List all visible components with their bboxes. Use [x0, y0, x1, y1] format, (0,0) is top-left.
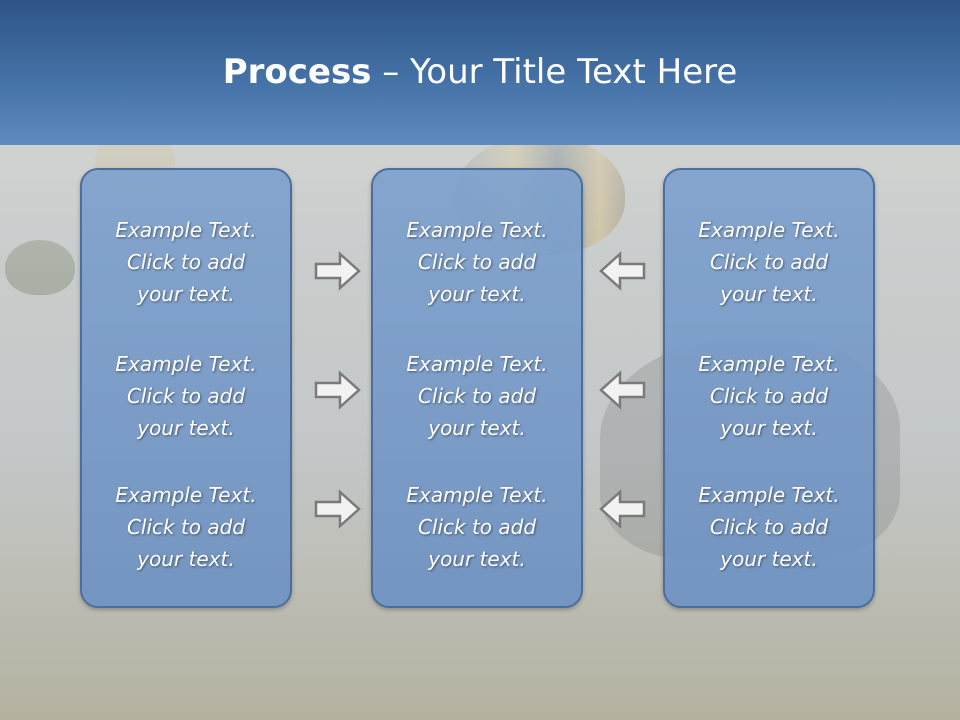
process-box-1[interactable]: Example Text. Click to add your text. Ex…	[80, 168, 292, 608]
text-line: your text.	[720, 547, 818, 571]
text-line: Click to add	[417, 515, 537, 539]
right-arrow-icon[interactable]	[314, 489, 362, 529]
text-line: Example Text.	[115, 483, 257, 507]
text-line: Click to add	[417, 384, 537, 408]
text-line: Example Text.	[698, 218, 840, 242]
text-line: Click to add	[709, 384, 829, 408]
left-arrow-icon[interactable]	[598, 489, 646, 529]
text-block[interactable]: Example Text. Click to add your text.	[82, 348, 290, 444]
text-line: your text.	[137, 416, 235, 440]
right-arrow-icon[interactable]	[314, 251, 362, 291]
left-arrow-icon[interactable]	[598, 370, 646, 410]
text-line: your text.	[428, 416, 526, 440]
text-line: your text.	[428, 282, 526, 306]
process-box-2[interactable]: Example Text. Click to add your text. Ex…	[371, 168, 583, 608]
text-block[interactable]: Example Text. Click to add your text.	[665, 348, 873, 444]
text-block[interactable]: Example Text. Click to add your text.	[665, 479, 873, 575]
text-line: Example Text.	[406, 352, 548, 376]
text-block[interactable]: Example Text. Click to add your text.	[373, 214, 581, 310]
text-block[interactable]: Example Text. Click to add your text.	[373, 479, 581, 575]
left-arrow-icon[interactable]	[598, 251, 646, 291]
text-block[interactable]: Example Text. Click to add your text.	[665, 214, 873, 310]
text-line: Click to add	[709, 515, 829, 539]
text-block[interactable]: Example Text. Click to add your text.	[82, 479, 290, 575]
text-line: Click to add	[417, 250, 537, 274]
right-arrow-icon[interactable]	[314, 370, 362, 410]
text-line: Example Text.	[115, 218, 257, 242]
text-line: Example Text.	[406, 218, 548, 242]
text-line: your text.	[720, 282, 818, 306]
text-line: Example Text.	[406, 483, 548, 507]
title-rest: – Your Title Text Here	[371, 52, 738, 92]
title-bold: Process	[222, 52, 372, 92]
text-line: your text.	[137, 547, 235, 571]
text-line: your text.	[137, 282, 235, 306]
text-line: Click to add	[126, 384, 246, 408]
text-block[interactable]: Example Text. Click to add your text.	[373, 348, 581, 444]
text-line: Example Text.	[698, 352, 840, 376]
text-line: your text.	[720, 416, 818, 440]
text-line: Click to add	[709, 250, 829, 274]
header-band	[0, 0, 960, 145]
text-line: Click to add	[126, 515, 246, 539]
process-box-3[interactable]: Example Text. Click to add your text. Ex…	[663, 168, 875, 608]
text-block[interactable]: Example Text. Click to add your text.	[82, 214, 290, 310]
slide-title[interactable]: Process – Your Title Text Here	[0, 52, 960, 92]
text-line: Example Text.	[115, 352, 257, 376]
text-line: Click to add	[126, 250, 246, 274]
text-line: Example Text.	[698, 483, 840, 507]
text-line: your text.	[428, 547, 526, 571]
